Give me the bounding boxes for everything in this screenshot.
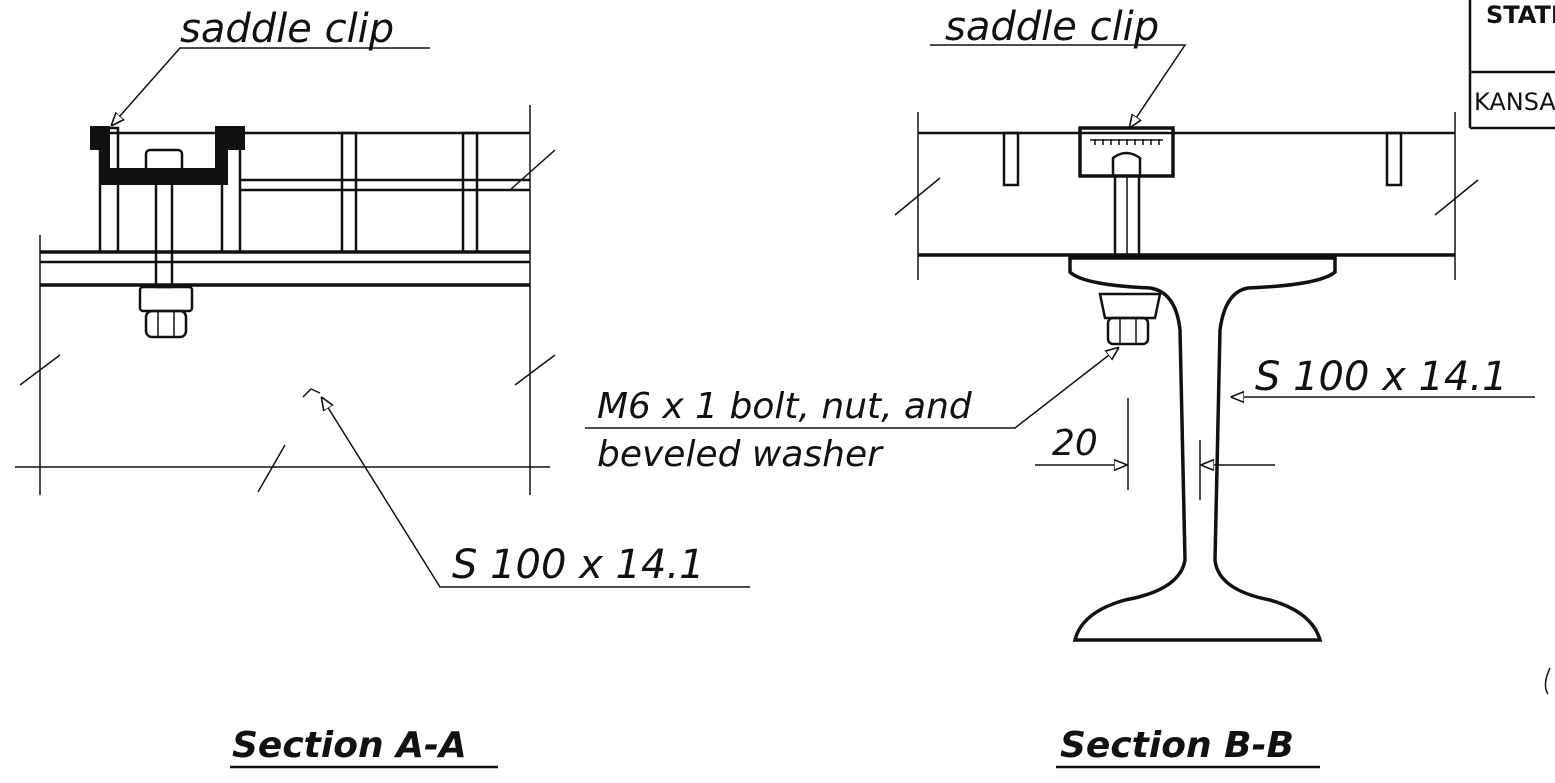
section-a-title: Section A-A <box>232 725 467 766</box>
section-b-saddle-clip-label: saddle clip <box>945 4 1159 50</box>
bolt-label-line1: M6 x 1 bolt, nut, and <box>597 386 973 427</box>
saddle-clip-a <box>90 126 245 185</box>
bolt-label-line2: beveled washer <box>597 434 884 475</box>
title-block <box>1468 0 1555 130</box>
title-block-state: STATE <box>1486 1 1555 29</box>
section-b-title: Section B-B <box>1060 725 1294 766</box>
dimension-20-label: 20 <box>1052 423 1098 464</box>
section-a-saddle-clip-label: saddle clip <box>180 6 394 52</box>
edge-mark <box>1544 667 1551 695</box>
i-beam-section <box>1068 256 1337 642</box>
section-b-beam-label: S 100 x 14.1 <box>1255 354 1508 400</box>
bearing-bar <box>340 131 358 254</box>
title-block-kansas: KANSAS <box>1474 88 1555 116</box>
section-a-beam-label: S 100 x 14.1 <box>452 542 705 588</box>
bearing-bar <box>461 131 479 254</box>
section-a-drawing <box>15 47 750 588</box>
section-b-drawing <box>585 44 1535 642</box>
